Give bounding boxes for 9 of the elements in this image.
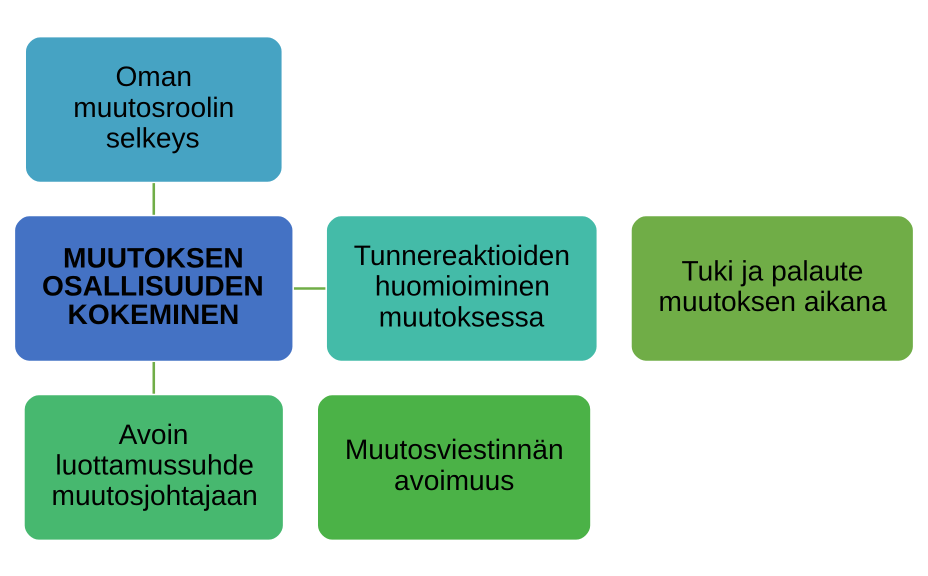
connector [152, 182, 156, 214]
node-box: Tunnereaktioiden huomioiminen muutoksessa [324, 213, 600, 363]
node-box: Tuki ja palaute muutoksen aikana [629, 213, 916, 363]
node-box: Muutosviestinnän avoimuus [315, 392, 593, 542]
node-box: Avoin luottamussuhde muutosjohtajaan [22, 392, 286, 542]
node-box: MUUTOKSEN OSALLISUUDEN KOKEMINEN [12, 213, 295, 363]
connector [294, 286, 326, 290]
node-box: Oman muutosroolin selkeys [23, 34, 284, 184]
connector [152, 362, 156, 394]
